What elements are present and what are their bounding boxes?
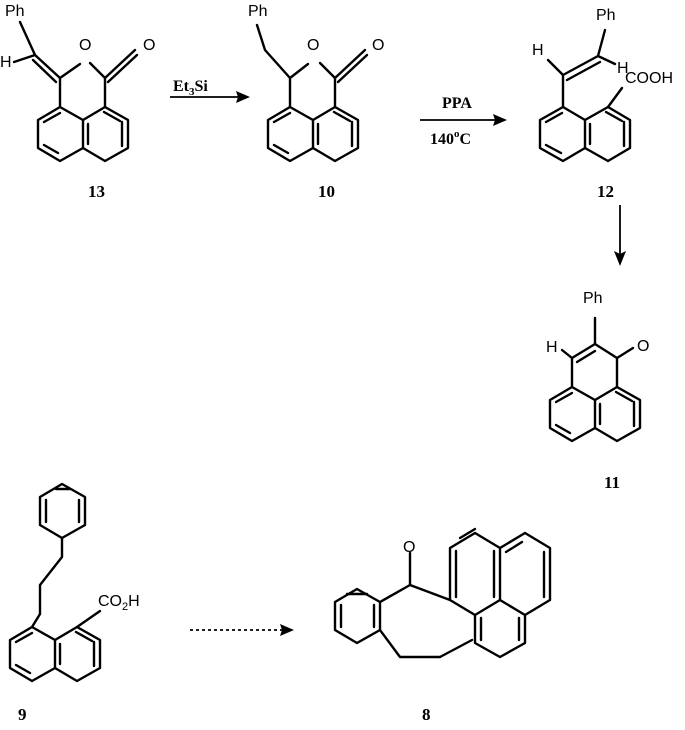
c11-ph: Ph <box>583 290 603 307</box>
c10-label: 10 <box>318 182 335 201</box>
c11-o: O <box>637 338 649 355</box>
compound-12: Ph H H COOH 12 <box>532 7 673 201</box>
c12-ph: Ph <box>596 7 616 24</box>
compound-13: Ph H O O 13 <box>0 3 155 201</box>
c8-label: 8 <box>422 705 431 724</box>
compound-11: Ph H O 11 <box>546 290 649 492</box>
arrow-down <box>614 205 626 266</box>
c12-h1: H <box>532 42 544 59</box>
c8-o: O <box>403 539 415 556</box>
c13-h: H <box>0 54 12 71</box>
arrow2-bottom: 140oC <box>430 128 471 148</box>
c10-ph: Ph <box>248 3 268 20</box>
c12-label: 12 <box>597 182 614 201</box>
c13-ring-o: O <box>79 37 91 54</box>
c13-carbonyl-o: O <box>143 37 155 54</box>
compound-8: O 8 <box>333 527 552 724</box>
c11-label: 11 <box>604 473 620 492</box>
c12-h2: H <box>617 60 629 77</box>
arrow-et3si: Et3Si <box>170 78 250 103</box>
c9-label: 9 <box>18 705 27 724</box>
c13-ph: Ph <box>5 3 25 20</box>
c10-carbonyl-o: O <box>372 37 384 54</box>
c10-ring-o: O <box>307 37 319 54</box>
arrow2-top: PPA <box>442 95 472 112</box>
compound-10: Ph O O 10 <box>248 3 384 201</box>
arrow-ppa: PPA 140oC <box>420 95 507 148</box>
c12-acid: COOH <box>625 70 673 87</box>
compound-9: CO2H 9 <box>8 482 140 724</box>
c9-acid: CO2H <box>98 593 140 613</box>
arrow1-reagent: Et3Si <box>173 78 208 98</box>
arrow-dotted <box>190 624 294 636</box>
c11-h: H <box>546 339 558 356</box>
c13-label: 13 <box>88 182 105 201</box>
